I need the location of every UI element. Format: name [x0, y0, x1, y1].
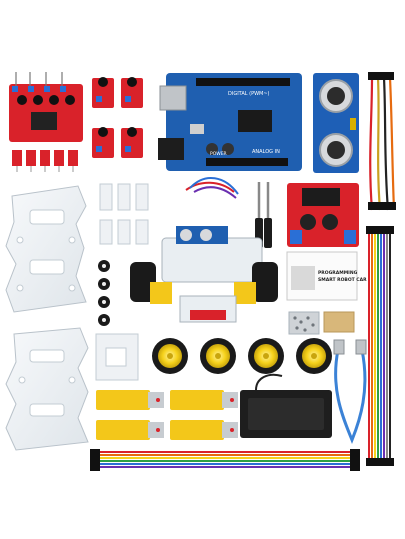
acrylic-chassis-top-plate — [5, 185, 87, 313]
jumper-wires-dupont — [368, 72, 396, 211]
battery-box — [240, 373, 332, 438]
arduino-power-label: POWER — [210, 151, 227, 157]
arduino-analog-label: ANALOG IN — [252, 149, 280, 155]
acrylic-brackets — [99, 183, 149, 245]
ir-probe-sensors — [12, 150, 78, 172]
usb-cable — [333, 339, 367, 445]
assembled-robot-car — [130, 176, 278, 323]
l298n-motor-driver — [287, 183, 359, 247]
gear-motors — [96, 390, 238, 440]
manual-title-line2: SMART ROBOT CAR — [318, 277, 367, 283]
wheels — [152, 338, 332, 374]
instruction-manual: PROGRAMMING SMART ROBOT CAR — [286, 251, 367, 301]
encoder-discs — [98, 260, 110, 326]
screws-and-nuts — [288, 311, 320, 335]
ir-obstacle-sensors — [92, 77, 143, 158]
arduino-uno-board: DIGITAL (PWM~) ANALOG IN POWER — [158, 73, 302, 171]
acrylic-chassis-bottom-plate — [5, 327, 89, 451]
double-sided-tape — [323, 311, 355, 333]
bottom-jumper-wires — [90, 449, 360, 471]
line-tracking-sensor-board — [9, 72, 83, 142]
manual-title-line1: PROGRAMMING — [318, 270, 358, 276]
ultrasonic-sensor — [313, 73, 359, 173]
arduino-header-label: DIGITAL (PWM~) — [228, 91, 270, 97]
acrylic-sensor-mount — [95, 333, 139, 381]
rainbow-ribbon-cable — [366, 226, 394, 466]
